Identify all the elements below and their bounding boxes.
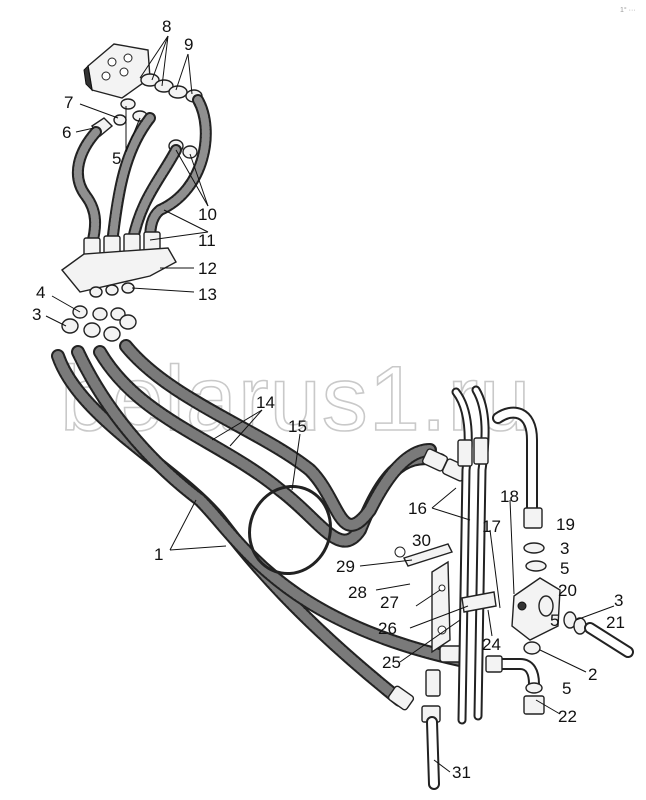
corner-mark: 1° ··· <box>620 6 636 14</box>
callout-7: 7 <box>64 93 73 112</box>
main-hoses <box>51 339 467 707</box>
distributor-block <box>83 43 151 99</box>
plate-fittings <box>83 231 161 259</box>
callout-25: 25 <box>382 653 401 672</box>
callout-17: 17 <box>482 517 501 536</box>
callout-15: 15 <box>288 417 307 436</box>
callout-5: 5 <box>560 559 569 578</box>
callout-2: 2 <box>588 665 597 684</box>
callout-14: 14 <box>256 393 275 412</box>
callout-28: 28 <box>348 583 367 602</box>
callout-12: 12 <box>198 259 217 278</box>
callout-6: 6 <box>62 123 71 142</box>
callout-29: 29 <box>336 557 355 576</box>
callout-11: 11 <box>198 231 216 250</box>
callout-24: 24 <box>482 635 501 654</box>
vertical-tubes <box>451 385 490 725</box>
mounting-bracket <box>394 543 497 654</box>
callout-26: 26 <box>378 619 397 638</box>
clamp-ring <box>248 484 332 576</box>
callout-9: 9 <box>184 35 193 54</box>
callout-3: 3 <box>32 305 41 324</box>
callout-3: 3 <box>560 539 569 558</box>
callout-18: 18 <box>500 487 519 506</box>
callout-5: 5 <box>562 679 571 698</box>
callout-31: 31 <box>452 763 471 782</box>
side-pipe <box>584 622 634 658</box>
elbow-fitting <box>485 641 545 715</box>
callout-8: 8 <box>162 17 171 36</box>
callout-5: 5 <box>112 149 121 168</box>
callout-3: 3 <box>614 591 623 610</box>
callout-30: 30 <box>412 531 431 550</box>
callout-27: 27 <box>380 593 399 612</box>
callout-10: 10 <box>198 205 217 224</box>
callout-1: 1 <box>154 545 163 564</box>
callout-4: 4 <box>36 283 45 302</box>
callout-labels: 8 9 7 6 5 10 11 12 13 4 3 14 15 1 16 18 … <box>32 17 625 782</box>
upper-hose-bundle <box>71 94 212 250</box>
callout-13: 13 <box>198 285 217 304</box>
valve-block <box>511 577 587 641</box>
right-curved-pipe <box>492 406 547 572</box>
callout-5: 5 <box>550 611 559 630</box>
bracket-plate <box>60 247 177 293</box>
callout-16: 16 <box>408 499 427 518</box>
callout-19: 19 <box>556 515 575 534</box>
callout-20: 20 <box>558 581 577 600</box>
bottom-pipe <box>421 669 441 790</box>
lower-connectors <box>61 282 137 342</box>
callout-22: 22 <box>558 707 577 726</box>
callout-21: 21 <box>606 613 625 632</box>
leader-lines <box>45 35 615 773</box>
